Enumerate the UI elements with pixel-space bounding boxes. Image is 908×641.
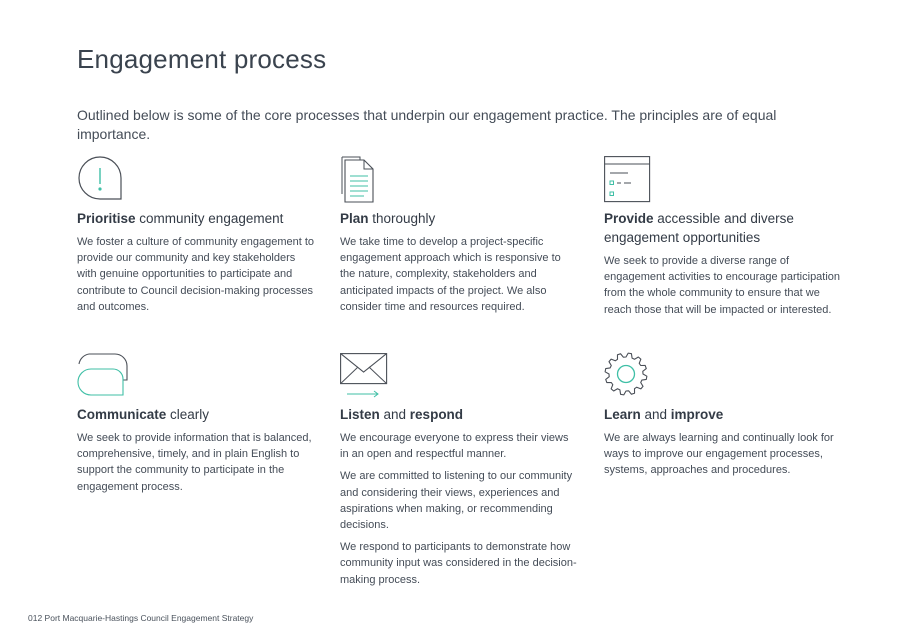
card-heading: Prioritise community engagement — [77, 211, 284, 226]
card-heading: Plan thoroughly — [340, 211, 436, 226]
card-body: We take time to develop a project-specif… — [340, 234, 578, 321]
chat-bubbles-icon — [77, 352, 129, 400]
card-body: We foster a culture of community engagem… — [77, 234, 315, 321]
card-paragraph: We seek to provide a diverse range of en… — [604, 255, 841, 316]
document-icon — [340, 156, 376, 204]
card-paragraph: We are always learning and continually l… — [604, 432, 834, 477]
card-paragraph: We encourage everyone to express their v… — [340, 432, 569, 461]
card-heading: Communicate clearly — [77, 407, 210, 422]
gear-outline — [604, 352, 648, 396]
card-paragraph: We take time to develop a project-specif… — [340, 236, 561, 313]
card-paragraph: We respond to participants to demonstrat… — [340, 541, 577, 586]
page-title: Engagement process — [77, 44, 327, 74]
page-footer: 012 Port Macquarie-Hastings Council Enga… — [28, 613, 254, 623]
gear-icon — [604, 352, 650, 398]
card-heading: Listen and respond — [340, 407, 464, 422]
card-heading: Learn and improve — [604, 407, 724, 422]
envelope-icon — [340, 352, 390, 400]
card-body: We encourage everyone to express their v… — [340, 430, 578, 594]
card-paragraph: We are committed to listening to our com… — [340, 470, 573, 532]
card-paragraph: We seek to provide information that is b… — [77, 432, 312, 493]
card-heading: Provide accessible and diverse engagemen… — [604, 211, 794, 245]
card-body: We seek to provide information that is b… — [77, 430, 315, 501]
intro-text: Outlined below is some of the core proce… — [77, 107, 777, 142]
checklist-icon — [604, 156, 652, 204]
card-body: We are always learning and continually l… — [604, 430, 842, 485]
speech-bubble-icon — [77, 156, 125, 204]
card-paragraph: We foster a culture of community engagem… — [77, 236, 315, 313]
card-body: We seek to provide a diverse range of en… — [604, 253, 842, 324]
